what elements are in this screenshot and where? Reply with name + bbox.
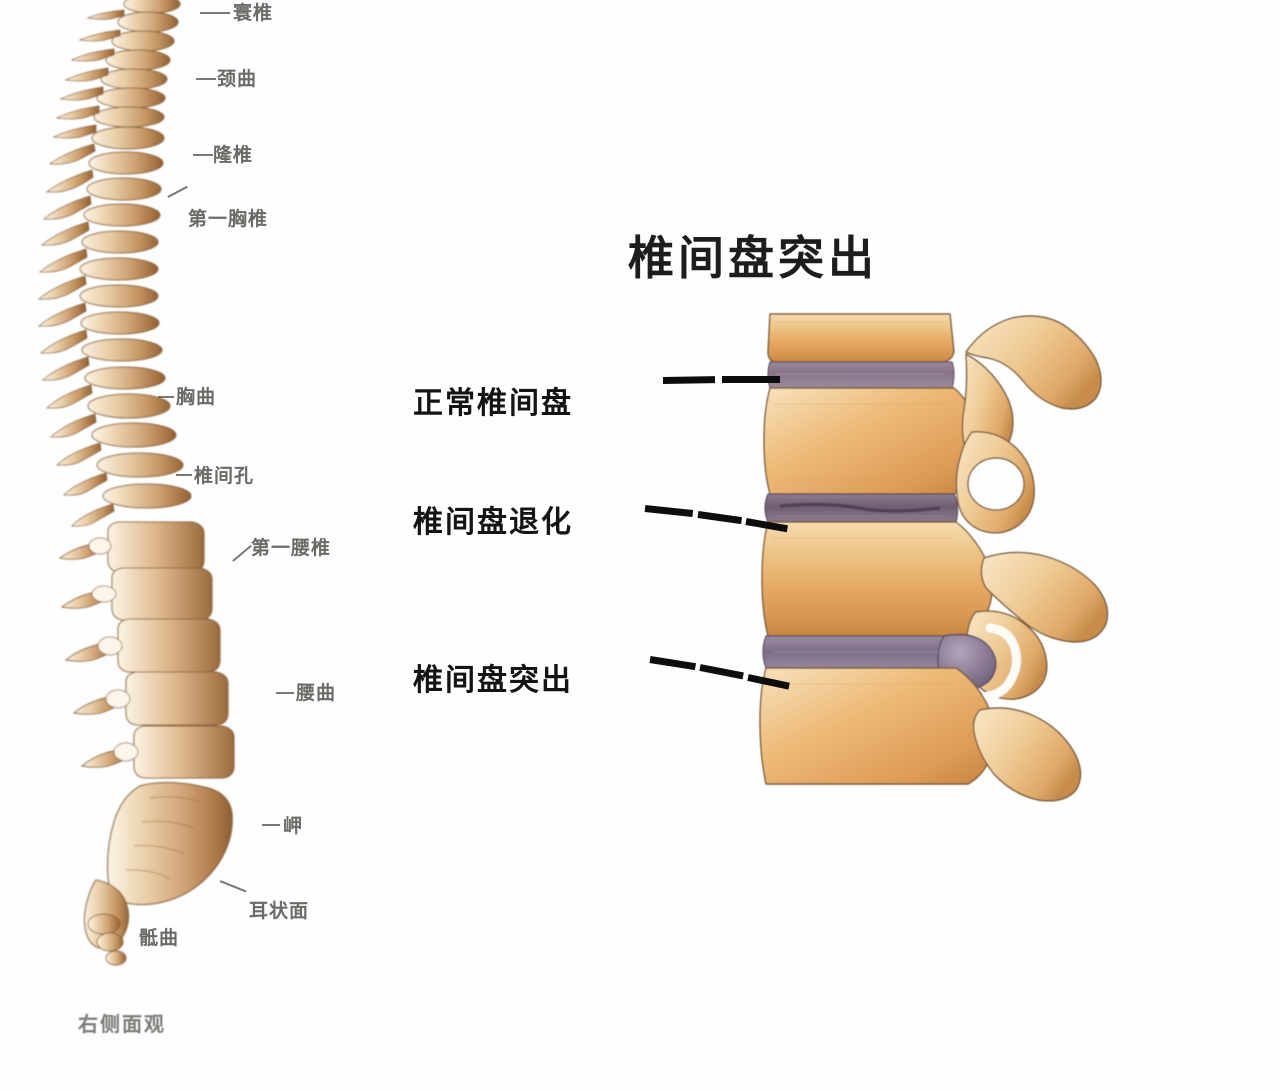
spine-label-foramen: 椎间孔 — [194, 466, 255, 487]
lumbar-vertebrae-illustration — [759, 313, 1109, 802]
leader-foramen — [176, 474, 192, 477]
spinous-process-lower — [980, 551, 1109, 643]
leader-lumbar — [276, 692, 294, 695]
callout-normal-disc: 正常椎间盘 — [413, 386, 573, 421]
callout-line-normal-disc — [662, 376, 716, 384]
spine-label-atlas: 寰椎 — [233, 3, 274, 24]
callout-line-degenerated-disc-2 — [697, 511, 743, 525]
spine-label-l1: 第一腰椎 — [251, 538, 332, 559]
thoracic-vertebrae — [37, 126, 192, 527]
facet-joint-lower — [972, 707, 1082, 802]
lumbar-vertebrae — [58, 521, 235, 779]
callout-line-normal-disc-2 — [722, 376, 780, 383]
callout-degenerated-disc: 椎间盘退化 — [413, 505, 573, 540]
leader-atlas — [200, 12, 230, 15]
cervical-vertebrae — [52, 0, 181, 139]
nerve-root-highlight — [983, 623, 1022, 701]
spine-view-caption: 右侧面观 — [78, 1014, 166, 1036]
page-title: 椎间盘突出 — [628, 231, 878, 285]
spine-label-prominens: 隆椎 — [213, 145, 254, 166]
spine-label-t1: 第一胸椎 — [188, 209, 269, 230]
leader-promontory — [262, 824, 280, 827]
leader-thoracic — [158, 396, 174, 399]
disc-normal — [767, 361, 955, 389]
spine-label-cervical: 颈曲 — [217, 69, 258, 90]
spine-label-promontory: 岬 — [283, 816, 304, 837]
vertebral-body-third — [761, 521, 993, 637]
callout-herniated-disc: 椎间盘突出 — [413, 663, 573, 698]
spine-label-sacral: 骶曲 — [139, 928, 180, 949]
callout-line-herniated-disc — [649, 656, 696, 671]
spine-label-auricular: 耳状面 — [249, 901, 310, 922]
intervertebral-foramen — [967, 457, 1025, 511]
vertebral-body-bottom — [759, 667, 995, 785]
spine-lateral-illustration — [37, 0, 235, 966]
superior-articular-process-upper — [965, 315, 1102, 410]
leader-cervical — [196, 78, 216, 81]
callout-line-herniated-disc-2 — [699, 664, 744, 680]
spine-label-thoracic: 胸曲 — [176, 387, 217, 408]
sacrum-coccyx — [83, 781, 233, 966]
vertebral-body-top — [767, 313, 955, 363]
leader-prominens — [193, 154, 213, 157]
spine-label-lumbar: 腰曲 — [296, 683, 337, 704]
callout-line-degenerated-disc — [644, 505, 694, 517]
